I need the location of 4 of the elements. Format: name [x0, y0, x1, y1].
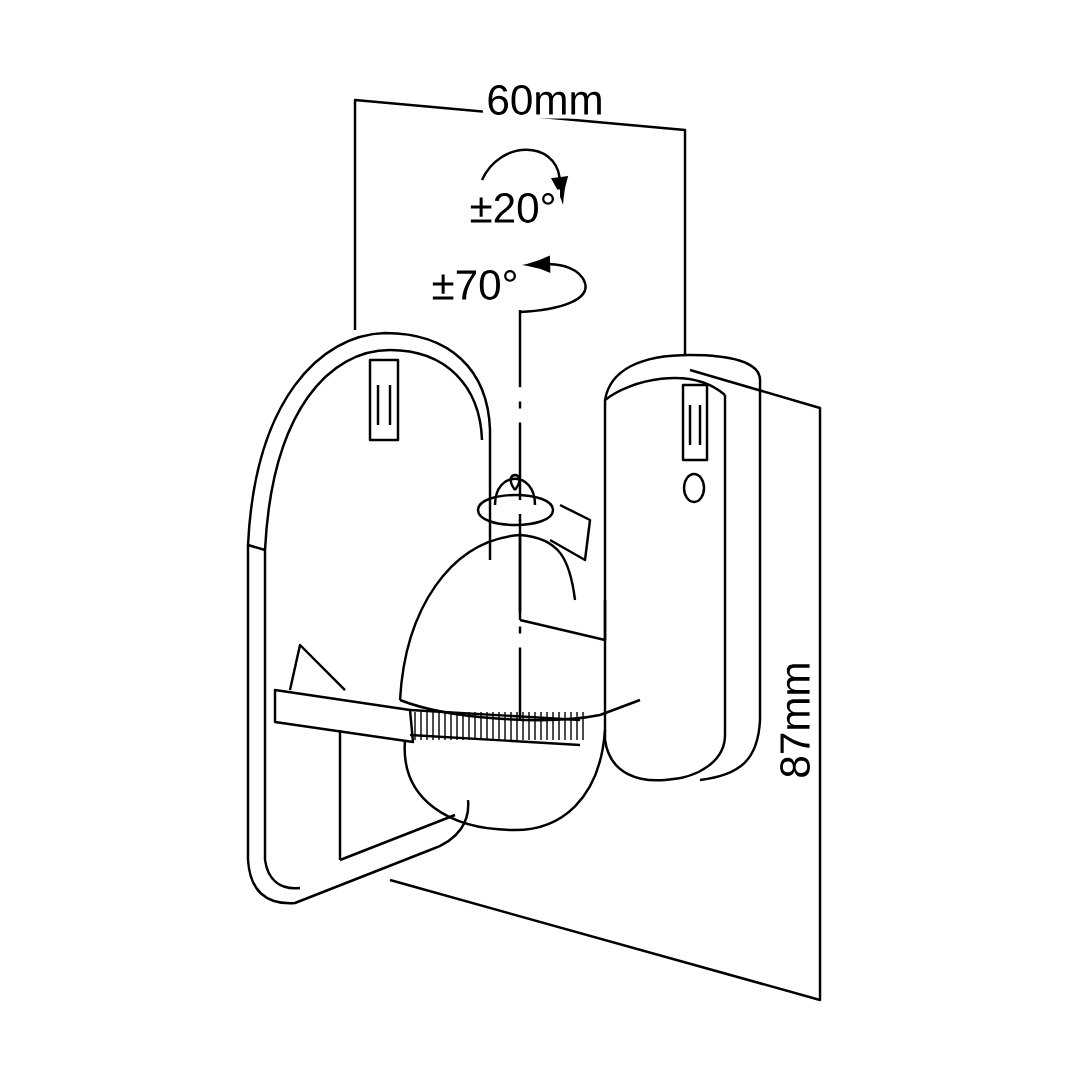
dimension-label: 87mm: [776, 657, 814, 783]
dimension-label: 60mm: [482, 81, 608, 119]
dimension-label: ±20°: [466, 189, 560, 227]
dimension-label: ±70°: [428, 266, 522, 304]
